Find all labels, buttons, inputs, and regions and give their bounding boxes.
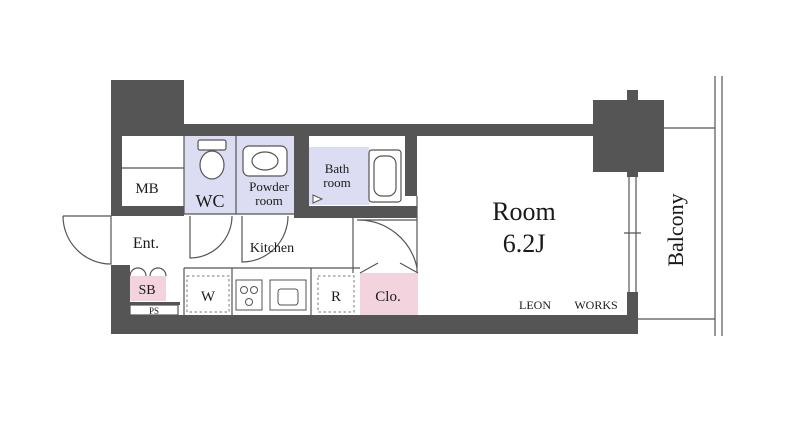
stove-icon — [235, 279, 263, 311]
closet-doors — [359, 262, 419, 274]
powder-room-label-1: Powder — [249, 179, 289, 194]
mb-label: MB — [135, 181, 158, 197]
kitchen-door — [241, 215, 289, 263]
bath-room-label-1: Bath — [325, 161, 350, 176]
powder-room-label-2: room — [255, 193, 282, 208]
bath-room-area — [309, 147, 369, 205]
pipe-space-box — [129, 304, 179, 316]
closet-label: Clo. — [375, 289, 400, 305]
kitchen-label: Kitchen — [250, 241, 294, 256]
room-name: Room — [492, 197, 556, 226]
bath-door-icon — [312, 194, 324, 204]
window — [624, 177, 641, 292]
washbasin-icon — [242, 145, 288, 177]
bathtub-icon — [368, 149, 402, 203]
entrance-label: Ent. — [133, 235, 159, 252]
bath-room-label-2: room — [323, 175, 350, 190]
toilet-icon — [197, 139, 227, 180]
pipe-space-label: PS — [149, 306, 159, 316]
entrance-door — [62, 215, 112, 265]
kitchen-sink-icon — [269, 279, 307, 311]
room-door — [356, 219, 418, 269]
credit-leon: LEON — [519, 298, 551, 312]
washer-label: W — [201, 289, 216, 305]
shoe-box-label: SB — [138, 283, 155, 298]
balcony-railing — [638, 76, 723, 336]
fridge-label: R — [331, 289, 341, 305]
washer-box — [186, 275, 230, 313]
room-size: 6.2J — [503, 229, 546, 258]
fridge-box — [317, 275, 355, 313]
balcony-label: Balcony — [663, 193, 688, 266]
wc-label: WC — [196, 191, 225, 211]
walls — [111, 80, 664, 334]
credit-works: WORKS — [574, 298, 617, 312]
wc-door — [189, 215, 233, 259]
closet-area — [360, 273, 418, 315]
shoe-box-area — [130, 276, 166, 301]
shoe-box-doors — [129, 267, 167, 277]
